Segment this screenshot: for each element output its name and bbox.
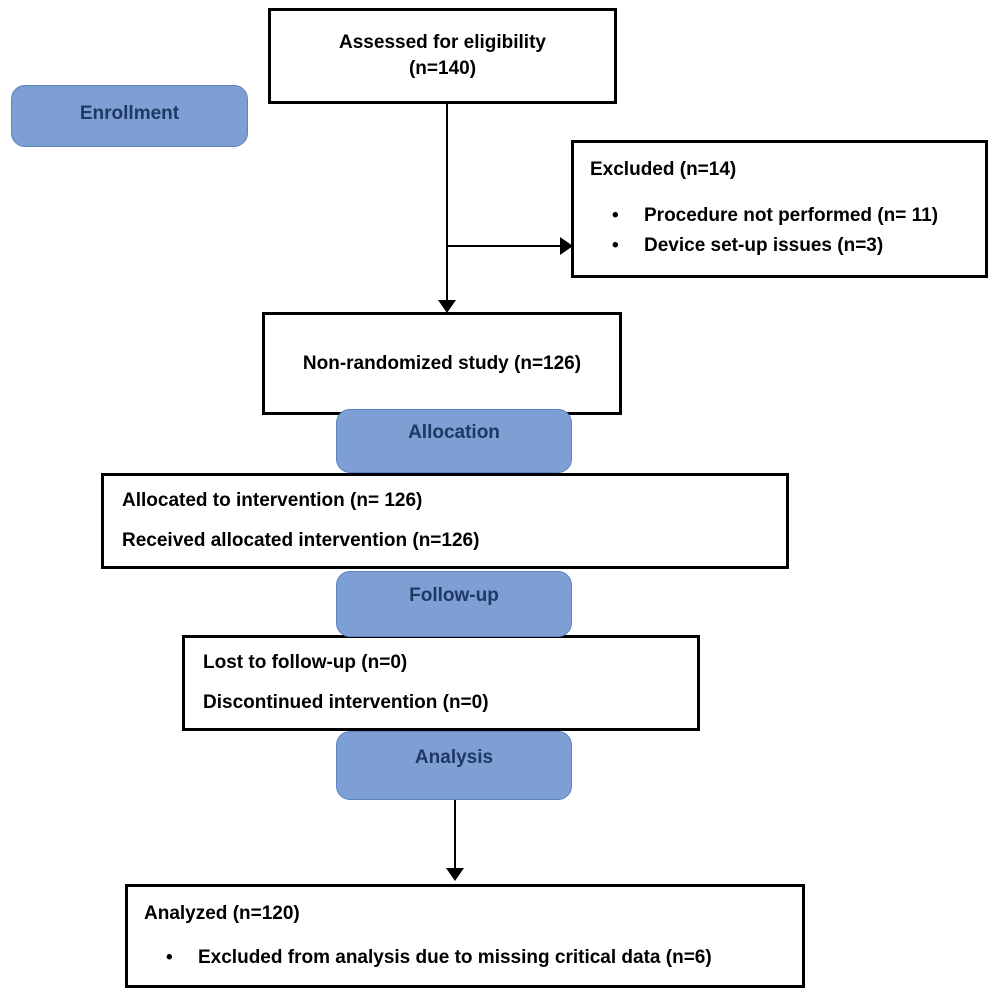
excluded-bullet-2-text: Device set-up issues (n=3)	[644, 235, 884, 256]
stage-badge-enrollment: Enrollment	[11, 85, 248, 147]
assessed-line-2: (n=140)	[408, 58, 477, 79]
box-analyzed: Analyzed (n=120) • Excluded from analysi…	[125, 884, 805, 988]
box-non-randomized-study: Non-randomized study (n=126)	[262, 312, 622, 415]
allocated-line-1: Allocated to intervention (n= 126)	[122, 490, 423, 511]
excluded-bullet-1: • Procedure not performed (n= 11)	[590, 203, 973, 229]
box-allocated: Allocated to intervention (n= 126) Recei…	[101, 473, 789, 569]
connector-branch-to-excluded	[446, 245, 564, 247]
stage-label-analysis: Analysis	[414, 747, 494, 768]
connector-analysis-to-analyzed	[454, 800, 456, 872]
stage-label-allocation: Allocation	[408, 422, 500, 443]
non-randomized-line-1: Non-randomized study (n=126)	[302, 352, 582, 374]
excluded-bullet-1-text: Procedure not performed (n= 11)	[644, 205, 939, 226]
stage-label-followup: Follow-up	[409, 585, 499, 606]
analyzed-bullet-1-text: Excluded from analysis due to missing cr…	[198, 947, 712, 968]
stage-badge-allocation: Allocation	[336, 409, 572, 473]
followup-line-1: Lost to follow-up (n=0)	[203, 652, 408, 673]
box-excluded: Excluded (n=14) • Procedure not performe…	[571, 140, 988, 278]
followup-line-2: Discontinued intervention (n=0)	[203, 692, 489, 713]
box-assessed-for-eligibility: Assessed for eligibility (n=140)	[268, 8, 617, 104]
assessed-line-1: Assessed for eligibility	[339, 32, 546, 53]
stage-badge-analysis: Analysis	[336, 731, 572, 800]
bullet-icon: •	[612, 235, 619, 256]
stage-badge-followup: Follow-up	[336, 571, 572, 637]
arrowhead-excluded	[560, 237, 573, 255]
arrowhead-nonrandomized	[438, 300, 456, 313]
excluded-bullet-2: • Device set-up issues (n=3)	[590, 233, 973, 259]
connector-assessed-to-nonrandomized	[446, 104, 448, 304]
excluded-heading: Excluded (n=14)	[590, 159, 737, 180]
analyzed-bullet-1: • Excluded from analysis due to missing …	[144, 945, 790, 971]
analyzed-heading: Analyzed (n=120)	[144, 903, 300, 924]
allocated-line-2: Received allocated intervention (n=126)	[122, 530, 480, 551]
box-followup: Lost to follow-up (n=0) Discontinued int…	[182, 635, 700, 731]
bullet-icon: •	[166, 947, 173, 968]
bullet-icon: •	[612, 205, 619, 226]
arrowhead-analyzed	[446, 868, 464, 881]
stage-label-enrollment: Enrollment	[79, 103, 180, 124]
